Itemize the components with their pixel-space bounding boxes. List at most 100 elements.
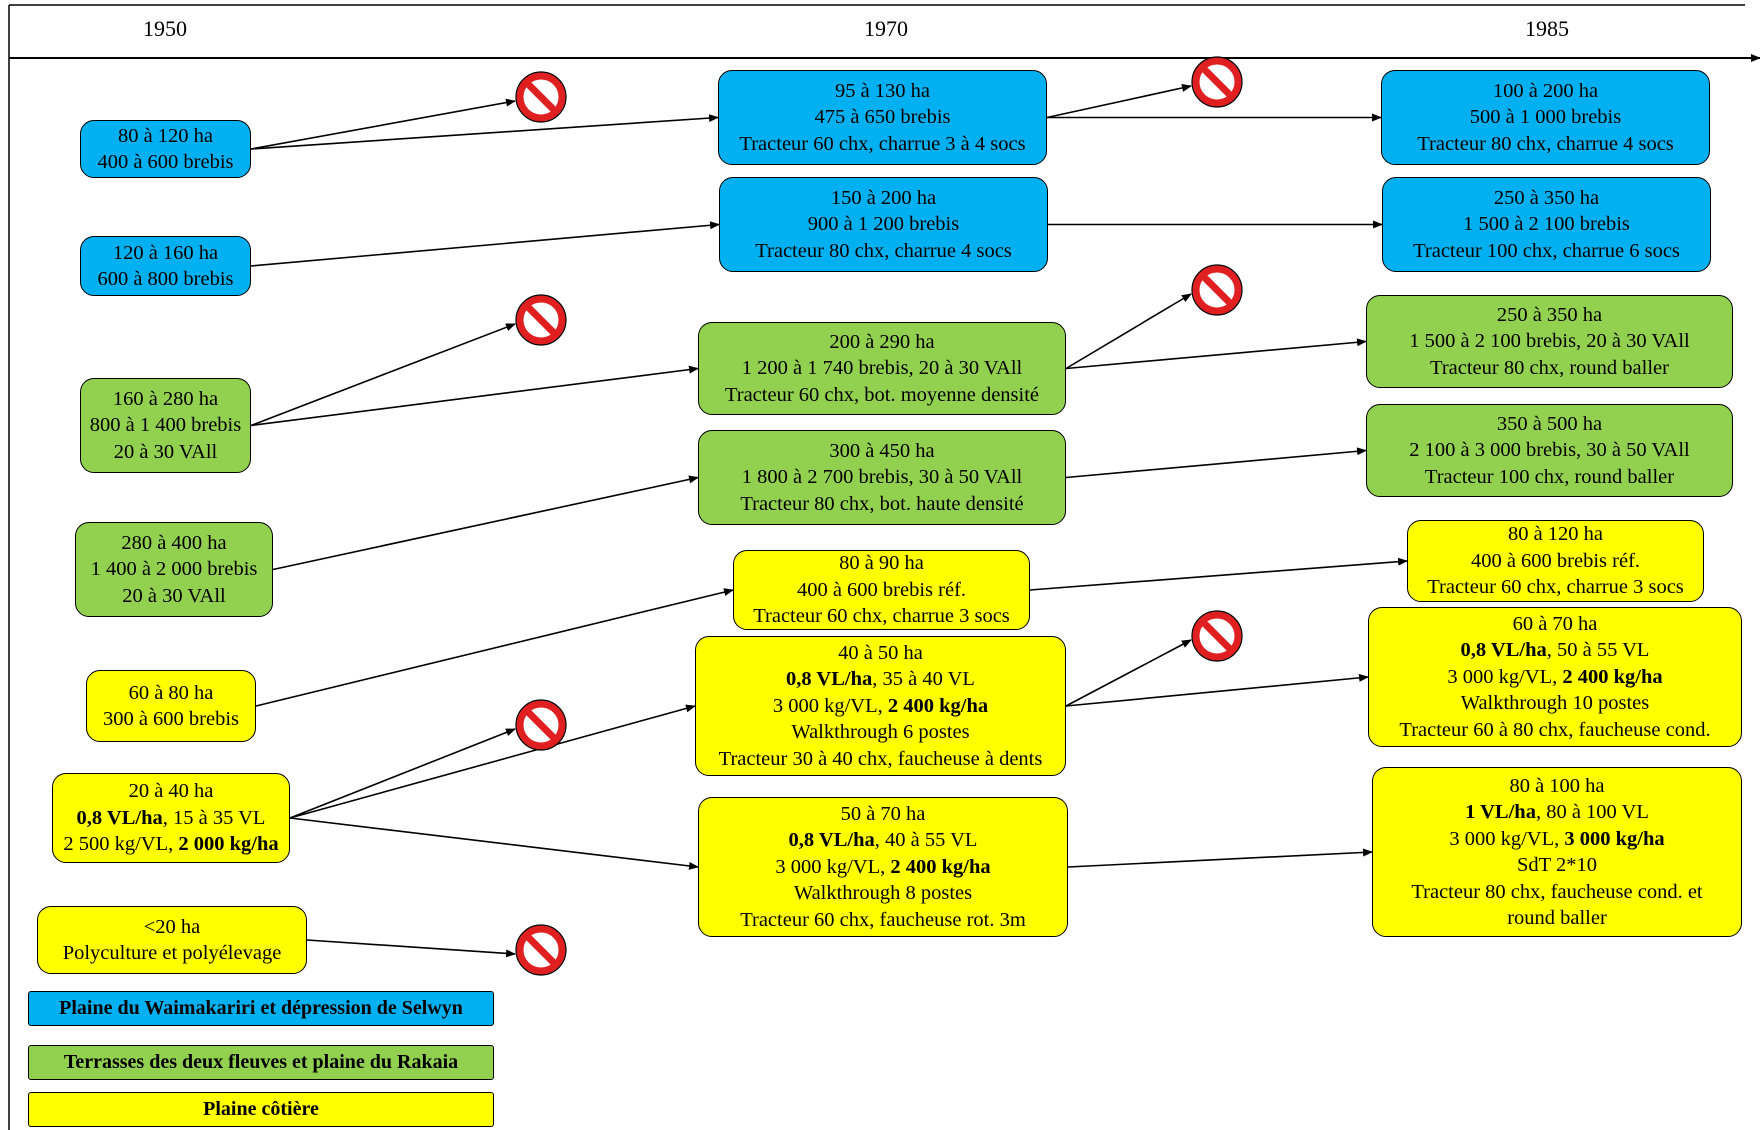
no-entry-outline xyxy=(1191,56,1243,108)
arrow-g1-to-g3 xyxy=(250,365,699,427)
legend-label: Plaine côtière xyxy=(203,1098,319,1120)
text: Tracteur 60 à 80 chx, faucheuse cond. xyxy=(1399,718,1711,741)
box-line: 100 à 200 ha xyxy=(1493,78,1598,105)
box-line: 250 à 350 ha xyxy=(1494,185,1599,212)
box-line: Walkthrough 8 postes xyxy=(794,880,972,907)
no-entry-icon xyxy=(515,924,567,976)
box-line: 1 VL/ha, 80 à 100 VL xyxy=(1465,799,1649,826)
box-line: Polyculture et polyélevage xyxy=(63,940,282,967)
text: 2 100 à 3 000 brebis, 30 à 50 VAll xyxy=(1409,439,1690,462)
legend-item-cotiere: Plaine côtière xyxy=(28,1092,494,1127)
no-entry-bar xyxy=(525,304,557,336)
box-line: 250 à 350 ha xyxy=(1497,302,1602,329)
box-line: Walkthrough 10 postes xyxy=(1461,690,1650,717)
text: 900 à 1 200 brebis xyxy=(807,213,960,236)
arrow-g4-to-g6 xyxy=(1065,447,1367,479)
text: 350 à 500 ha xyxy=(1496,412,1603,435)
text: 1 400 à 2 000 brebis xyxy=(90,558,258,581)
no-entry-icon xyxy=(515,699,567,751)
box-line: 475 à 650 brebis xyxy=(814,104,950,131)
no-entry-outline xyxy=(1191,264,1243,316)
box-line: 3 000 kg/VL, 2 400 kg/ha xyxy=(773,693,988,720)
box-line: 600 à 800 brebis xyxy=(97,266,233,293)
text: Tracteur 100 chx, round baller xyxy=(1424,465,1675,488)
text: , 40 à 55 VL xyxy=(874,829,978,852)
box-line: 60 à 70 ha xyxy=(1513,611,1598,638)
box-line: 1 200 à 1 740 brebis, 20 à 30 VAll xyxy=(742,355,1023,382)
box-line: <20 ha xyxy=(144,914,201,941)
box-line: Tracteur 30 à 40 chx, faucheuse à dents xyxy=(719,746,1043,773)
no-entry-outline xyxy=(515,294,567,346)
arrow-g3-to-stop6 xyxy=(1065,293,1192,370)
text: 1 500 à 2 100 brebis xyxy=(1463,213,1630,236)
box-line: 1 400 à 2 000 brebis xyxy=(91,556,258,583)
text: 250 à 350 ha xyxy=(1496,303,1603,326)
arrow-y5-to-stop7 xyxy=(1065,639,1192,707)
arrow-y1-to-y4 xyxy=(255,588,734,707)
bold-text: 0,8 VL/ha xyxy=(76,806,163,829)
text: 600 à 800 brebis xyxy=(97,268,234,290)
box-line: 1 800 à 2 700 brebis, 30 à 50 VAll xyxy=(742,464,1023,491)
no-entry-icon xyxy=(1191,264,1243,316)
box-line: Tracteur 80 chx, charrue 4 socs xyxy=(755,238,1012,265)
arrow-y2-to-y5 xyxy=(289,704,696,819)
box-line: Tracteur 60 chx, charrue 3 à 4 socs xyxy=(739,131,1025,158)
text: 20 à 30 VAll xyxy=(113,440,218,463)
arrow-y2-to-y6 xyxy=(289,817,699,870)
box-line: Tracteur 80 chx, round baller xyxy=(1430,355,1669,382)
text: Walkthrough 6 postes xyxy=(791,721,970,744)
bold-text: 1 VL/ha xyxy=(1465,801,1536,823)
box-line: 400 à 600 brebis réf. xyxy=(797,577,966,604)
edges-layer xyxy=(250,84,1408,958)
stops-layer xyxy=(515,56,1243,976)
box-line: 0,8 VL/ha, 15 à 35 VL xyxy=(77,805,266,832)
box-line: 80 à 90 ha xyxy=(839,550,924,577)
bold-text: 2 400 kg/ha xyxy=(890,855,991,878)
box-line: 1 500 à 2 100 brebis, 20 à 30 VAll xyxy=(1409,328,1690,355)
box-line: 2 500 kg/VL, 2 000 kg/ha xyxy=(63,831,278,858)
no-entry-icon xyxy=(1191,610,1243,662)
text: SdT 2*10 xyxy=(1517,854,1597,876)
text: 20 à 30 VAll xyxy=(122,584,226,607)
bold-text: 3 000 kg/ha xyxy=(1564,827,1665,850)
box-line: 1 500 à 2 100 brebis xyxy=(1463,211,1630,238)
box-line: 2 100 à 3 000 brebis, 30 à 50 VAll xyxy=(1409,437,1690,464)
box-line: 60 à 80 ha xyxy=(129,680,214,707)
no-entry-icon xyxy=(515,294,567,346)
text: 50 à 70 ha xyxy=(840,802,926,825)
text: Tracteur 80 chx, charrue 4 socs xyxy=(1417,132,1674,155)
text: round baller xyxy=(1507,907,1607,929)
text: 400 à 600 brebis xyxy=(97,151,234,173)
text: 3 000 kg/VL, xyxy=(775,855,891,878)
no-entry-icon xyxy=(515,71,567,123)
box-line: 900 à 1 200 brebis xyxy=(808,211,959,238)
box-line: 20 à 30 VAll xyxy=(114,439,217,466)
text: 80 à 120 ha xyxy=(1507,523,1604,546)
box-line: SdT 2*10 xyxy=(1517,852,1597,879)
no-entry-outline xyxy=(515,71,567,123)
box-line: Walkthrough 6 postes xyxy=(791,719,969,746)
text: 80 à 120 ha xyxy=(117,124,214,147)
text: 400 à 600 brebis réf. xyxy=(796,578,967,601)
box-line: 3 000 kg/VL, 3 000 kg/ha xyxy=(1449,826,1664,853)
no-entry-bar xyxy=(1201,620,1233,652)
box-line: 20 à 30 VAll xyxy=(122,583,225,610)
text: Tracteur 80 chx, charrue 4 socs xyxy=(755,239,1012,262)
bold-text: 2 400 kg/ha xyxy=(887,694,989,717)
box-line: 120 à 160 ha xyxy=(113,240,218,267)
text: , 50 à 55 VL xyxy=(1546,639,1650,662)
text: Tracteur 60 chx, charrue 3 socs xyxy=(753,605,1010,628)
box-line: 80 à 120 ha xyxy=(118,123,213,150)
arrow-y2-to-stop3 xyxy=(289,728,516,819)
text: , 35 à 40 VL xyxy=(872,668,975,691)
